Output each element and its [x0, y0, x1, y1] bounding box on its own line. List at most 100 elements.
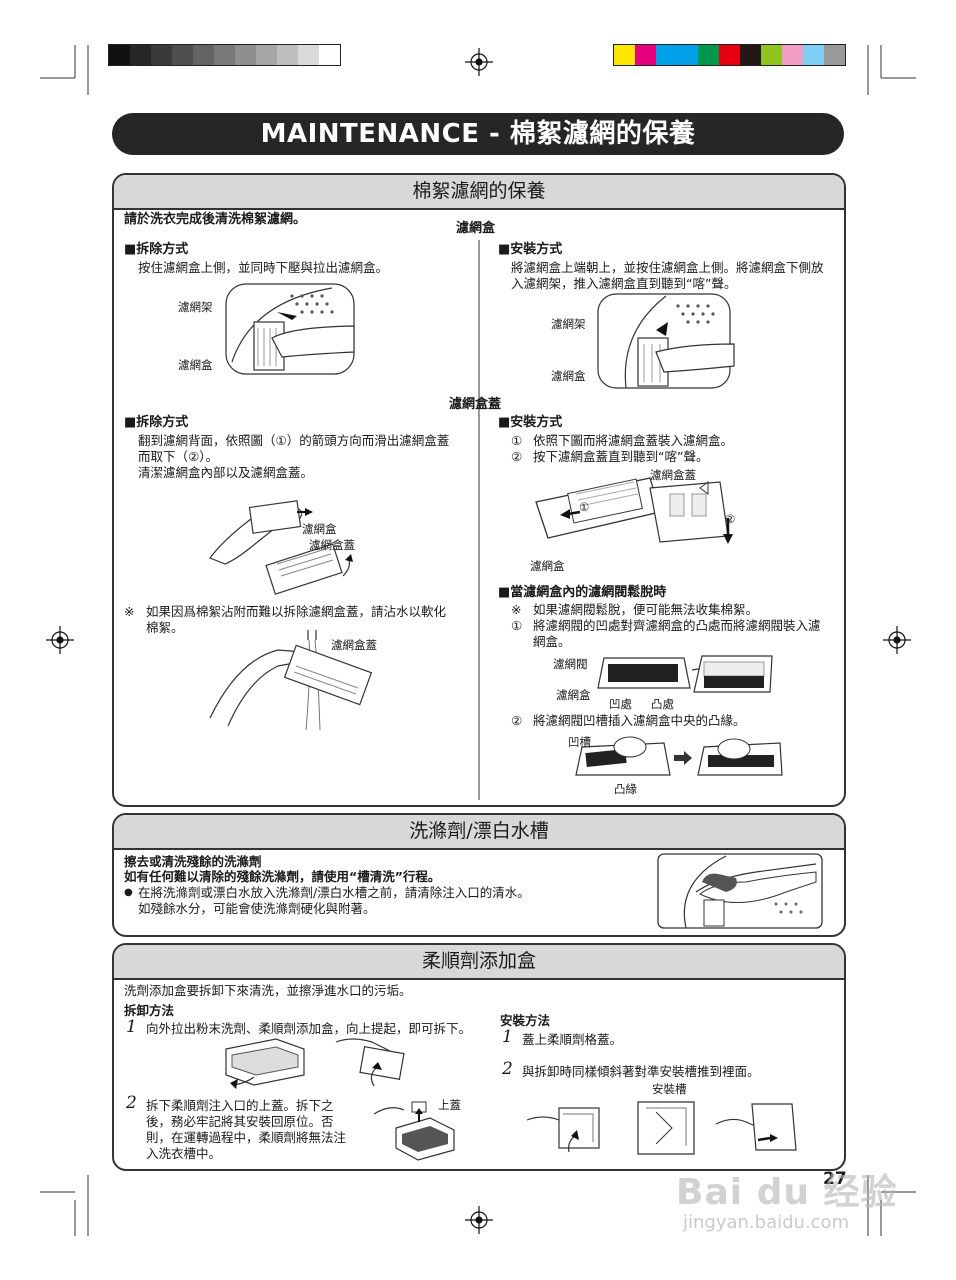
filter-section-title: 棉絮濾網的保養: [114, 175, 844, 210]
color-swatch-10: [803, 45, 824, 65]
softener-step-2d: 入洗衣槽中。: [146, 1146, 222, 1161]
softener-step-2-num: 2: [126, 1093, 137, 1113]
loose-note-mark: ※: [511, 602, 522, 617]
install-1: 蓋上柔順劑格蓋。: [522, 1032, 623, 1047]
cover-install-2: 按下濾網盒蓋直到聽到“喀”聲。: [533, 449, 709, 464]
cover-install-illustration: [535, 477, 733, 544]
softener-step-2c: 則，在運轉過程中，柔順劑將無法注: [146, 1130, 347, 1145]
color-swatch-1: [614, 45, 635, 65]
cover-removal-text-1: 翻到濾網背面，依照圖（①）的箭頭方向而滑出濾網盒蓋: [138, 433, 450, 448]
registration-mark-bottom: [465, 1206, 493, 1234]
install-slot-illustration: [637, 1101, 695, 1155]
grey-swatch-1: [109, 45, 130, 65]
detergent-bold-1: 擦去或清洗殘餘的洗滌劑: [124, 854, 262, 869]
grey-swatch-7: [235, 45, 256, 65]
install-illustration: [597, 293, 735, 389]
install-1-num: 1: [502, 1027, 513, 1047]
detergent-text-2: 如殘餘水分，可能會使洗滌劑硬化與附著。: [138, 901, 376, 916]
filter-box-heading: 濾網盒: [456, 221, 496, 236]
label-recess: 凹處: [609, 697, 632, 711]
label-flange: 凸緣: [614, 782, 637, 796]
drawer-pull-illustration: [225, 1038, 305, 1089]
label-cover-install: 濾網盒蓋: [650, 468, 696, 482]
grey-swatch-2: [130, 45, 151, 65]
circle-1: ①: [511, 433, 523, 448]
softener-step-2b: 後，務必牢記將其安裝回原位。否: [146, 1114, 334, 1129]
label-valve: 濾網閥: [553, 657, 588, 671]
softener-step-1-num: 1: [126, 1017, 137, 1037]
removal-text: 按住濾網盒上側，並同時下壓與拉出濾網盒。: [138, 260, 389, 275]
watermark-url: jingyan.baidu.com: [683, 1212, 850, 1233]
color-swatch-3: [656, 45, 677, 65]
page-number: 27: [823, 1169, 847, 1189]
loose-note: 如果濾網閥鬆脫，便可能無法收集棉絮。: [533, 602, 759, 617]
label-bump: 凸處: [651, 697, 674, 711]
color-calibration-bar: [613, 44, 846, 66]
detergent-bullet: ●: [124, 887, 133, 898]
loose-1a: 將濾網閥的凹處對齊濾網盒的凸處而將濾網閥裝入濾: [533, 618, 821, 633]
cover-removal-text-3: 清潔濾網盒內部以及濾網盒蓋。: [138, 465, 314, 480]
softener-step-2a: 拆下柔順劑注入口的上蓋。拆下之: [146, 1098, 334, 1113]
grey-calibration-bar: [108, 44, 341, 66]
color-swatch-4: [677, 45, 698, 65]
circle-1-figure: ①: [579, 500, 590, 514]
grey-swatch-9: [277, 45, 298, 65]
color-swatch-9: [782, 45, 803, 65]
cover-install-heading: ■安裝方式: [498, 415, 563, 430]
watermark-brand: Bai du 经验: [676, 1172, 898, 1213]
grey-swatch-6: [214, 45, 235, 65]
label-filter-box: 濾網盒: [178, 358, 213, 372]
label-filter-box-valve: 濾網盒: [556, 688, 591, 702]
grey-swatch-8: [256, 45, 277, 65]
circle-2-figure: ②: [725, 512, 736, 526]
install-text-2: 入濾網架，推入濾網盒直到聽到“喀”聲。: [511, 276, 737, 291]
valve-align-illustration: [597, 655, 773, 693]
detergent-illustration: [657, 853, 823, 929]
loose-1b: 網盒。: [533, 634, 571, 649]
cover-heading: 濾網盒蓋: [449, 397, 502, 412]
color-swatch-2: [635, 45, 656, 65]
color-swatch-6: [719, 45, 740, 65]
color-swatch-8: [761, 45, 782, 65]
page-title: MAINTENANCE - 棉絮濾網的保養: [112, 113, 844, 155]
color-swatch-5: [698, 45, 719, 65]
softener-lid-illustration: [373, 1101, 455, 1161]
loose-circle-2: ②: [511, 713, 523, 728]
registration-mark-top: [465, 48, 493, 76]
grey-swatch-10: [298, 45, 319, 65]
grey-swatch-5: [193, 45, 214, 65]
detergent-section-title: 洗滌劑/漂白水槽: [114, 815, 844, 850]
circle-2: ②: [511, 449, 523, 464]
note-text-2: 棉絮。: [146, 620, 184, 635]
label-filter-frame-install: 濾網架: [551, 317, 586, 331]
softener-install-heading: 安裝方法: [500, 1013, 551, 1028]
softener-section-title: 柔順劑添加盒: [114, 945, 844, 980]
install-tilt-illustration: [526, 1107, 600, 1153]
column-divider: [478, 240, 480, 800]
label-filter-box-cover: 濾網盒: [302, 522, 337, 536]
registration-mark-left: [46, 626, 74, 654]
install-2-num: 2: [502, 1059, 513, 1079]
note-mark: ※: [124, 604, 135, 619]
loose-2: 將濾網閥凹槽插入濾網盒中央的凸緣。: [533, 713, 746, 728]
cover-removal-text-2: 而取下（②）。: [138, 449, 218, 464]
install-text-1: 將濾網盒上端朝上，並按住濾網盒上側。將濾網盒下側放: [511, 260, 824, 275]
label-lid: 上蓋: [438, 1098, 461, 1112]
grey-swatch-11: [319, 45, 340, 65]
loose-circle-1: ①: [511, 618, 523, 633]
removal-illustration: [225, 283, 355, 375]
label-filter-box-install: 濾網盒: [551, 369, 586, 383]
grey-swatch-4: [172, 45, 193, 65]
label-groove: 凹槽: [568, 735, 591, 749]
color-swatch-7: [740, 45, 761, 65]
install-2: 與拆卸時同樣傾斜著對準安裝槽推到裡面。: [522, 1064, 760, 1079]
label-slot: 安裝槽: [652, 1082, 687, 1096]
removal-heading: ■拆除方式: [124, 242, 189, 257]
rinse-illustration: [209, 630, 373, 731]
cover-install-1: 依照下圖而將濾網盒蓋裝入濾網盒。: [533, 433, 734, 448]
install-heading: ■安裝方式: [498, 242, 563, 257]
softener-step-1: 向外拉出粉末洗劑、柔順劑添加盒，向上提起，即可拆下。: [146, 1021, 472, 1036]
registration-mark-right: [883, 626, 911, 654]
detergent-bold-2: 如有任何難以清除的殘餘洗滌劑，請使用“槽清洗”行程。: [124, 869, 441, 884]
